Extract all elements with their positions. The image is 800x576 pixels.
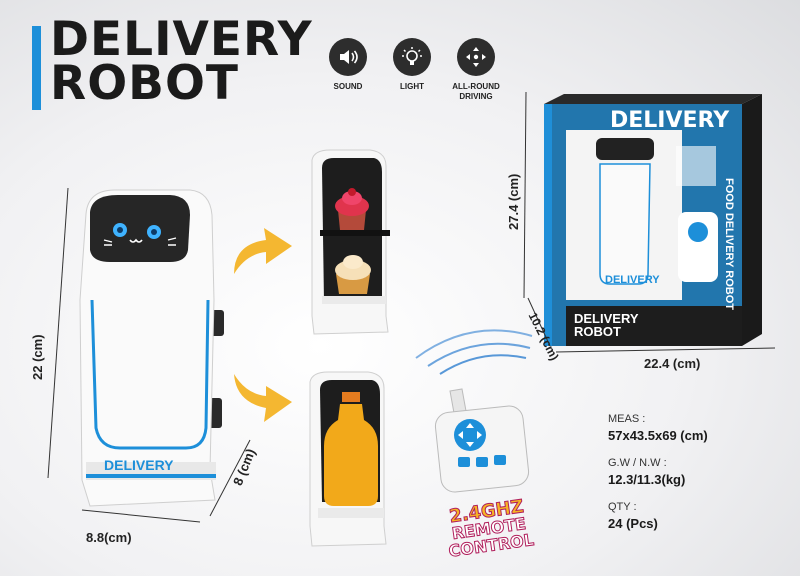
box-name-line-1: DELIVERY	[574, 311, 639, 326]
feature-light-label: LIGHT	[400, 82, 424, 91]
box-height-label: 27.4 (cm)	[506, 173, 521, 230]
meas-label: MEAS :	[608, 413, 646, 425]
speaker-icon	[329, 38, 367, 76]
robot-bottle	[309, 371, 387, 547]
page-title: DELIVERY ROBOT	[50, 12, 313, 111]
arrow-down-icon	[234, 374, 292, 422]
weight-value: 12.3/11.3(kg)	[608, 472, 686, 487]
box-name-line-2: ROBOT	[574, 324, 621, 339]
signal-waves-icon	[415, 329, 533, 375]
title-accent-bar	[32, 26, 41, 110]
box-name: DELIVERY ROBOT	[574, 312, 639, 338]
packing-specs: MEAS : 57x43.5x69 (cm) G.W / N.W : 12.3/…	[608, 405, 708, 531]
package-box	[544, 94, 762, 346]
feature-sound-label: SOUND	[333, 82, 363, 91]
arrow-up-icon	[234, 228, 292, 274]
box-robot-brand: DELIVERY	[605, 274, 660, 286]
box-width-label: 22.4 (cm)	[644, 356, 701, 371]
robot-cupcake	[311, 149, 390, 335]
meas-value: 57x43.5x69 (cm)	[608, 428, 708, 443]
arrows-icon	[457, 38, 495, 76]
title-line-1: DELIVERY	[50, 12, 313, 67]
main-robot-brand: DELIVERY	[104, 457, 174, 473]
box-brand: DELIVERY	[610, 108, 730, 133]
qty-label: QTY :	[608, 501, 637, 513]
weight-label: G.W / N.W :	[608, 457, 667, 469]
robot-width-label: 8.8(cm)	[86, 530, 132, 545]
feature-light: LIGHT	[386, 38, 438, 102]
remote-control	[434, 388, 530, 493]
title-line-2: ROBOT	[50, 56, 239, 111]
bulb-icon	[393, 38, 431, 76]
feature-sound: SOUND	[322, 38, 374, 102]
qty-value: 24 (Pcs)	[608, 516, 658, 531]
